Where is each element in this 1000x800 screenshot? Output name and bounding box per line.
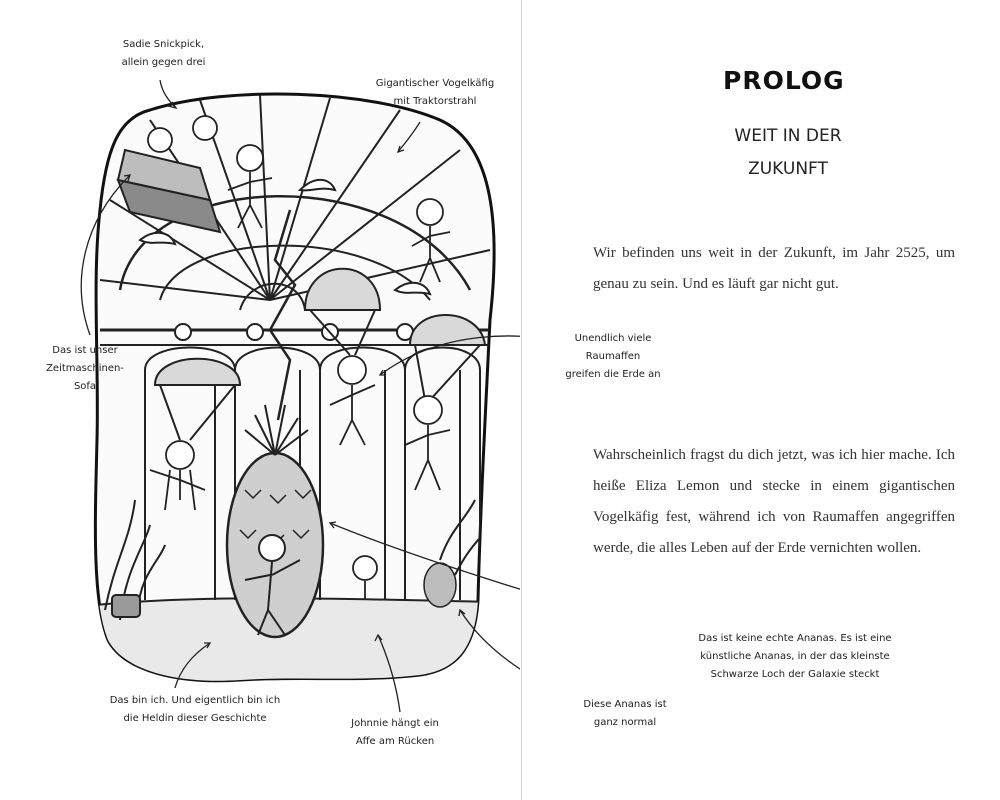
birdcage-illustration xyxy=(80,79,520,713)
paragraph-1: Wir befinden uns weit in der Zukunft, im… xyxy=(593,245,955,292)
label-space-monkeys: Unendlich viele Raumaffen greifen die Er… xyxy=(565,333,661,380)
text-page: PROLOG WEIT IN DER ZUKUNFT Wir befinden … xyxy=(523,0,1000,800)
illustration-frame xyxy=(93,92,496,683)
label-normal-pineapple: Diese Ananas ist ganz normal xyxy=(583,699,667,728)
chapter-subtitle: WEIT IN DER ZUKUNFT xyxy=(734,126,842,179)
label-johnnie: Johnnie hängt ein Affe am Rücken xyxy=(351,718,439,747)
label-fake-pineapple: Das ist keine echte Ananas. Es ist eine … xyxy=(698,633,892,680)
paragraph-2: Wahrscheinlich fragst du dich jetzt, was… xyxy=(593,447,955,556)
label-heroine: Das bin ich. Und eigentlich bin ich die … xyxy=(109,695,281,724)
page-gutter xyxy=(521,0,522,800)
illustration-page: Sadie Snickpick, allein gegen drei Gigan… xyxy=(46,39,520,747)
label-sadie: Sadie Snickpick, allein gegen drei xyxy=(121,39,206,68)
label-birdcage: Gigantischer Vogelkäfig mit Traktorstrah… xyxy=(375,78,495,107)
label-sofa: Das ist unser Zeitmaschinen- Sofa xyxy=(46,345,124,392)
chapter-title: PROLOG xyxy=(723,66,845,95)
